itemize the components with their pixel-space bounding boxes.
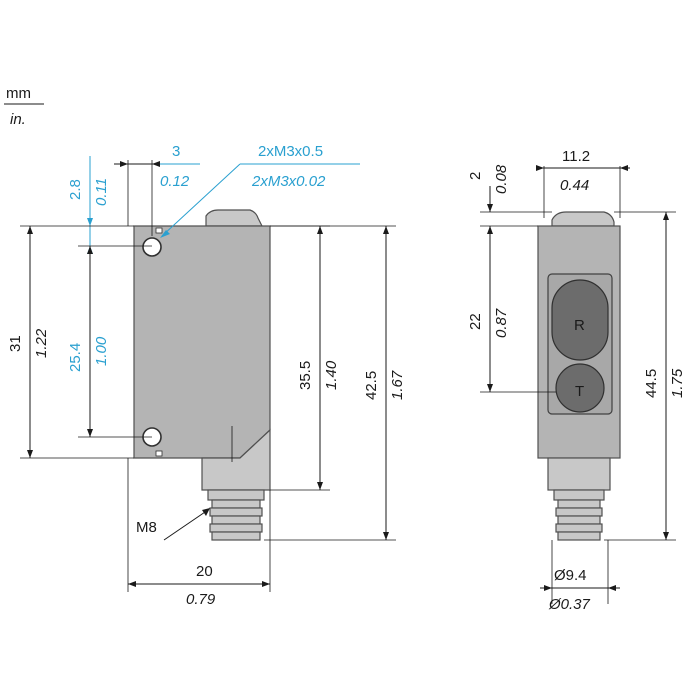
window-height-in: 0.87 [493,308,510,338]
overall-height-in: 1.67 [389,370,406,400]
front-connector-base [547,457,611,491]
hole-spacing-mm: 25.4 [67,343,84,372]
hole-spec-mm: 2xM3x0.5 [258,143,323,160]
hole-offset-top-mm: 2.8 [67,179,84,200]
body-height-mm: 31 [7,335,24,352]
receiver-label: R [574,317,585,334]
lens-width-in: 0.44 [560,177,589,194]
connector-label: M8 [136,519,157,536]
front-view-sensor: R T [537,211,621,541]
front-view-dimensions: 11.2 0.44 2 0.08 22 0.87 44.5 1.75 Ø9.4 … [467,148,686,613]
window-height-mm: 22 [467,313,484,330]
width-mm: 20 [196,563,213,580]
hole-spec-in: 2xM3x0.02 [251,173,326,190]
transmitter-lens [555,363,605,413]
side-view-dimensions: 3 0.12 2xM3x0.5 2xM3x0.02 2.8 0.11 25.4 … [7,143,406,608]
height-to-connector-mm: 35.5 [297,361,314,390]
height-to-connector-in: 1.40 [323,360,340,390]
diameter-mm: Ø9.4 [554,567,587,584]
lens-top-in: 0.08 [493,164,510,194]
transmitter-label: T [575,383,584,400]
side-m8-connector [207,489,265,541]
side-body [133,225,271,459]
side-view-sensor [133,209,271,541]
units-legend: mm in. [4,85,44,128]
front-lens-cap [551,211,615,227]
diameter-in: Ø0.37 [548,596,591,613]
overall-height-mm: 42.5 [363,371,380,400]
lens-width-mm: 11.2 [562,148,590,165]
width-in: 0.79 [186,591,216,608]
hole-offset-top-in: 0.11 [93,178,110,206]
front-overall-height-in: 1.75 [669,368,686,398]
unit-mm: mm [6,85,31,102]
front-overall-height-mm: 44.5 [643,369,660,398]
side-connector-base [201,428,271,491]
hole-spacing-in: 1.00 [93,336,110,366]
mounting-hole-top-icon [142,237,162,257]
unit-in: in. [10,111,26,128]
side-lens-bump [205,209,263,227]
hole-offset-side-in: 0.12 [160,173,190,190]
hole-offset-side-mm: 3 [172,143,180,160]
body-height-in: 1.22 [33,328,50,358]
lens-top-mm: 2 [467,172,484,180]
receiver-lens [551,279,609,361]
